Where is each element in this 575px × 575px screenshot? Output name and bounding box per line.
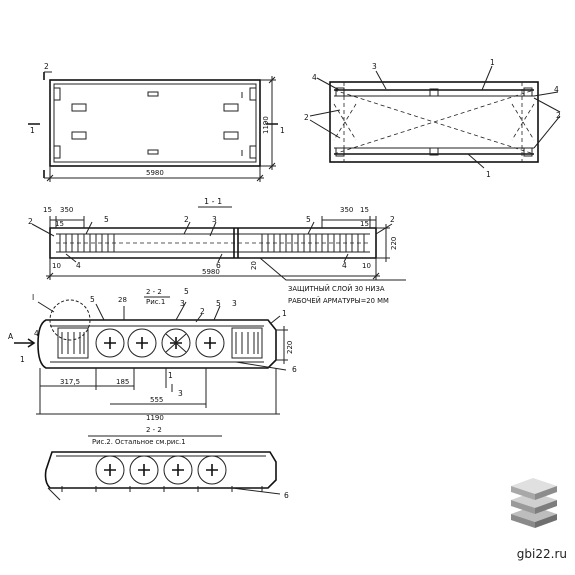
section-2-2-fig1: 2 - 2 Рис.1 I А 4 1 5 28 5 3 2 xyxy=(8,287,297,422)
fig1-dim-185: 185 xyxy=(116,378,129,386)
fig1-callout-3-top: 3 xyxy=(180,299,185,308)
s11-callout-4-left: 4 xyxy=(76,261,81,270)
fig1-callout-5-right: 5 xyxy=(216,299,221,308)
s11-callout-3: 3 xyxy=(212,215,217,224)
fig1-callout-6: 6 xyxy=(292,365,297,374)
fig1-dim-28: 28 xyxy=(118,296,127,304)
fig2-caption: Рис.2. Остальное см.рис.1 xyxy=(92,438,186,446)
section-1-1-height: 220 xyxy=(390,237,398,250)
fig1-callout-2: 2 xyxy=(200,307,205,316)
scheme-callout-1-bottom: 1 xyxy=(486,170,491,179)
site-watermark: gbi22.ru xyxy=(516,547,567,561)
dim-left-15: 15 xyxy=(43,206,52,214)
fig1-dim-317-5: 317,5 xyxy=(60,378,80,386)
fig1-cut-1: 1 xyxy=(168,371,173,380)
scheme-callout-1-top: 1 xyxy=(490,58,495,67)
dim-right-350: 350 xyxy=(340,206,353,214)
fig1-mark-A: А xyxy=(8,332,14,341)
section-1-1: 1 - 1 15 350 350 15 15 15 220 5980 2 5 2… xyxy=(28,197,406,305)
scheme-callout-4-left: 4 xyxy=(312,73,317,82)
reinforcement-scheme: 3 1 1 4 2 4 2 xyxy=(304,58,561,179)
section-1-1-title: 1 - 1 xyxy=(204,197,222,206)
s11-callout-5-left: 5 xyxy=(104,215,109,224)
fig1-callout-4-left: 4 xyxy=(34,329,39,338)
scheme-callout-2-left: 2 xyxy=(304,113,309,122)
s11-callout-6: 6 xyxy=(216,261,221,270)
fig1-height: 220 xyxy=(286,341,294,354)
plan-length-dim: 5980 xyxy=(146,169,164,177)
section-2-2-fig2: 2 - 2 Рис.2. Остальное см.рис.1 6 xyxy=(44,426,289,501)
s11-dim-10-left: 10 xyxy=(52,262,61,270)
dim-15-inner-left: 15 xyxy=(55,220,64,228)
fig1-cut-3: 3 xyxy=(178,389,183,398)
s11-callout-2-right: 2 xyxy=(390,215,395,224)
stacked-slabs-logo xyxy=(511,478,557,528)
cover-note-line1: ЗАЩИТНЫЙ СЛОЙ 30 НИЗА xyxy=(288,284,385,293)
fig1-callout-1-right: 1 xyxy=(282,309,287,318)
s11-callout-2-left: 2 xyxy=(28,217,33,226)
section-1-1-length: 5980 xyxy=(202,268,220,276)
s11-callout-5-right: 5 xyxy=(306,215,311,224)
fig1-dim-1190: 1190 xyxy=(146,414,164,422)
cover-note-line2: РАБОЧЕЙ АРМАТУРЫ=20 ММ xyxy=(288,296,389,305)
fig1-callout-3-right: 3 xyxy=(232,299,237,308)
plan-view: 2 1 1 5980 1190 xyxy=(28,62,285,182)
plan-width-dim: 1190 xyxy=(262,116,270,134)
scheme-callout-3: 3 xyxy=(372,62,377,71)
s11-callout-2-mid: 2 xyxy=(184,215,189,224)
fig2-title: 2 - 2 xyxy=(146,426,162,434)
s11-dim-20: 20 xyxy=(250,261,258,270)
section-mark-1-left: 1 xyxy=(30,126,35,135)
fig1-subtitle: Рис.1 xyxy=(146,298,165,306)
fig2-callout-6: 6 xyxy=(284,491,289,500)
fig1-callout-1-left: 1 xyxy=(20,355,25,364)
fig1-dim-555: 555 xyxy=(150,396,163,404)
fig1-callout-5-mid: 5 xyxy=(184,287,189,296)
dim-left-350: 350 xyxy=(60,206,73,214)
scheme-callout-2-right: 2 xyxy=(556,111,561,120)
dim-right-15: 15 xyxy=(360,206,369,214)
fig1-callout-5-left: 5 xyxy=(90,295,95,304)
s11-dim-10-right: 10 xyxy=(362,262,371,270)
section-mark-1-right: 1 xyxy=(280,126,285,135)
scheme-callout-4-right: 4 xyxy=(554,85,559,94)
dim-15-inner-right: 15 xyxy=(360,220,369,228)
fig1-mark-I: I xyxy=(32,293,34,302)
section-mark-2-top: 2 xyxy=(44,62,49,71)
s11-callout-4-right: 4 xyxy=(342,261,347,270)
fig1-title: 2 - 2 xyxy=(146,288,162,296)
